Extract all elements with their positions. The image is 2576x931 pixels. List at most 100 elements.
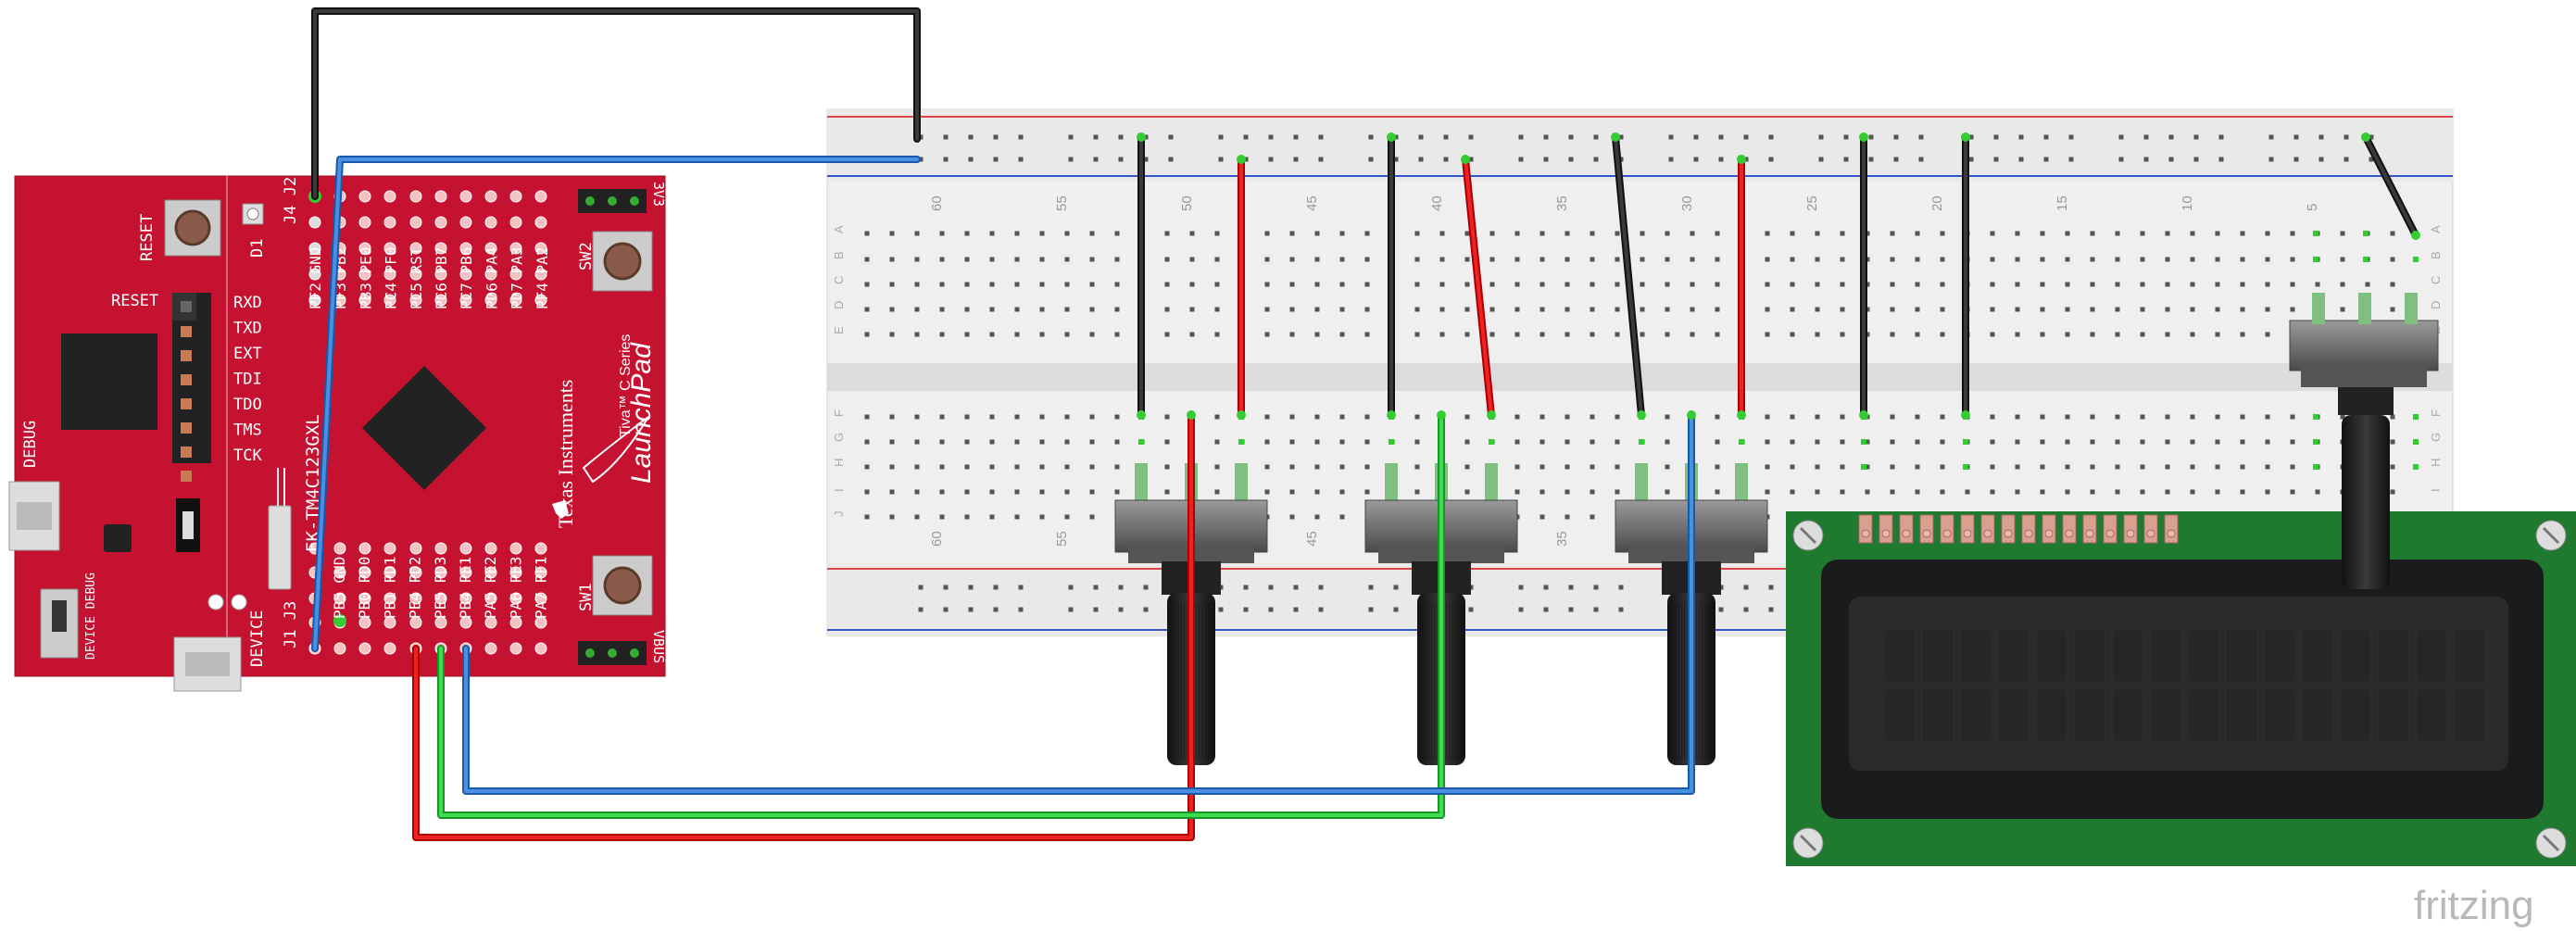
breadboard-hole bbox=[2090, 414, 2095, 420]
breadboard-hole bbox=[914, 414, 920, 420]
rail-hole bbox=[1543, 585, 1549, 590]
breadboard-hole bbox=[914, 439, 920, 445]
breadboard-hole bbox=[1690, 231, 1695, 236]
breadboard-hole bbox=[1364, 464, 1370, 470]
rail-hole bbox=[2068, 134, 2074, 140]
breadboard-hole bbox=[1014, 514, 1020, 520]
rail-hole bbox=[1718, 157, 1724, 162]
sw1-button[interactable] bbox=[592, 555, 653, 616]
breadboard-hole bbox=[989, 439, 995, 445]
breadboard-hole bbox=[1289, 307, 1295, 312]
breadboard-hole bbox=[1314, 282, 1320, 287]
breadboard-hole bbox=[2215, 307, 2220, 312]
lcd-cell bbox=[2111, 688, 2144, 742]
v33-header bbox=[578, 189, 647, 213]
breadboard-hole bbox=[1289, 514, 1295, 520]
rail-hole bbox=[918, 607, 924, 612]
breadboard-hole bbox=[1364, 332, 1370, 337]
header-pin bbox=[333, 542, 346, 555]
reset-button[interactable] bbox=[164, 199, 221, 257]
header-pin bbox=[383, 268, 396, 281]
power-switch[interactable] bbox=[40, 588, 79, 659]
top-pin-label: PC4 PF0 bbox=[383, 247, 400, 309]
lcd-contrast-pot bbox=[2289, 293, 2439, 589]
breadboard-hole bbox=[2165, 439, 2170, 445]
rail-hole bbox=[1718, 134, 1724, 140]
lcd-pin bbox=[2123, 514, 2138, 544]
breadboard-hole bbox=[2140, 464, 2145, 470]
header-pin bbox=[484, 294, 497, 307]
row-letter: I bbox=[832, 488, 846, 492]
breadboard-hole bbox=[2240, 464, 2245, 470]
vbus-label: VBUS bbox=[650, 630, 667, 663]
rail-hole bbox=[1968, 157, 1974, 162]
jtag-label: EXT bbox=[233, 345, 262, 363]
rail-hole bbox=[2193, 157, 2199, 162]
breadboard-hole bbox=[1765, 489, 1770, 495]
breadboard-hole bbox=[1089, 514, 1095, 520]
rail-hole bbox=[1568, 607, 1574, 612]
sw2-button[interactable] bbox=[592, 231, 653, 292]
rail-hole bbox=[1918, 157, 1924, 162]
breadboard-hole bbox=[939, 282, 945, 287]
breadboard-hole bbox=[1364, 439, 1370, 445]
breadboard-hole bbox=[2240, 489, 2245, 495]
rail-hole bbox=[1068, 134, 1074, 140]
breadboard-hole bbox=[914, 231, 920, 236]
rail-hole bbox=[968, 585, 974, 590]
breadboard-hole bbox=[2290, 489, 2295, 495]
breadboard-hole bbox=[1564, 514, 1570, 520]
breadboard-hole bbox=[1715, 282, 1720, 287]
breadboard-hole bbox=[2040, 332, 2045, 337]
debug-usb-port[interactable] bbox=[8, 481, 60, 551]
header-pin bbox=[509, 592, 522, 605]
header-pin bbox=[383, 242, 396, 255]
row-letter: H bbox=[832, 459, 846, 467]
lcd-pin bbox=[2103, 514, 2117, 544]
breadboard-hole bbox=[2340, 257, 2345, 262]
breadboard-hole bbox=[889, 439, 895, 445]
breadboard-hole bbox=[1514, 464, 1520, 470]
lcd-header-pins bbox=[1858, 514, 2179, 544]
breadboard-hole bbox=[2090, 332, 2095, 337]
breadboard-hole bbox=[939, 231, 945, 236]
breadboard-hole bbox=[889, 257, 895, 262]
row-letter: C bbox=[2429, 276, 2443, 284]
active-hole bbox=[1138, 439, 1144, 445]
breadboard-hole bbox=[1164, 414, 1170, 420]
breadboard-hole bbox=[889, 514, 895, 520]
rail-hole bbox=[1143, 607, 1149, 612]
breadboard-hole bbox=[1564, 489, 1570, 495]
breadboard-hole bbox=[939, 257, 945, 262]
breadboard-hole bbox=[989, 231, 995, 236]
breadboard-hole bbox=[1615, 257, 1620, 262]
header-pin bbox=[534, 216, 547, 229]
breadboard-hole bbox=[1940, 414, 1945, 420]
j4j2-label: J4 J2 bbox=[282, 177, 300, 224]
jtag-label: RXD bbox=[233, 294, 262, 312]
breadboard-hole bbox=[2165, 464, 2170, 470]
breadboard-hole bbox=[914, 464, 920, 470]
breadboard-hole bbox=[2340, 414, 2345, 420]
rail-hole bbox=[2268, 157, 2274, 162]
header-pin bbox=[383, 566, 396, 579]
wire-blue-launchpad-inner bbox=[313, 157, 919, 650]
bottom-pin-label: PB4 PE1 bbox=[457, 557, 474, 619]
lcd-cell bbox=[1997, 688, 2030, 742]
header-pin bbox=[434, 216, 447, 229]
breadboard-hole bbox=[2165, 414, 2170, 420]
active-hole bbox=[2313, 414, 2318, 420]
breadboard-hole bbox=[1264, 464, 1270, 470]
breadboard-hole bbox=[864, 514, 870, 520]
breadboard-hole bbox=[964, 307, 970, 312]
active-hole bbox=[2363, 231, 2369, 236]
breadboard-hole bbox=[2265, 332, 2270, 337]
breadboard-hole bbox=[1339, 439, 1345, 445]
device-usb-port[interactable] bbox=[173, 636, 242, 692]
breadboard-hole bbox=[1064, 332, 1070, 337]
breadboard-hole bbox=[1414, 464, 1420, 470]
lcd-cell bbox=[1959, 629, 1992, 683]
breadboard-hole bbox=[1765, 282, 1770, 287]
breadboard-hole bbox=[964, 257, 970, 262]
breadboard-hole bbox=[1640, 257, 1645, 262]
